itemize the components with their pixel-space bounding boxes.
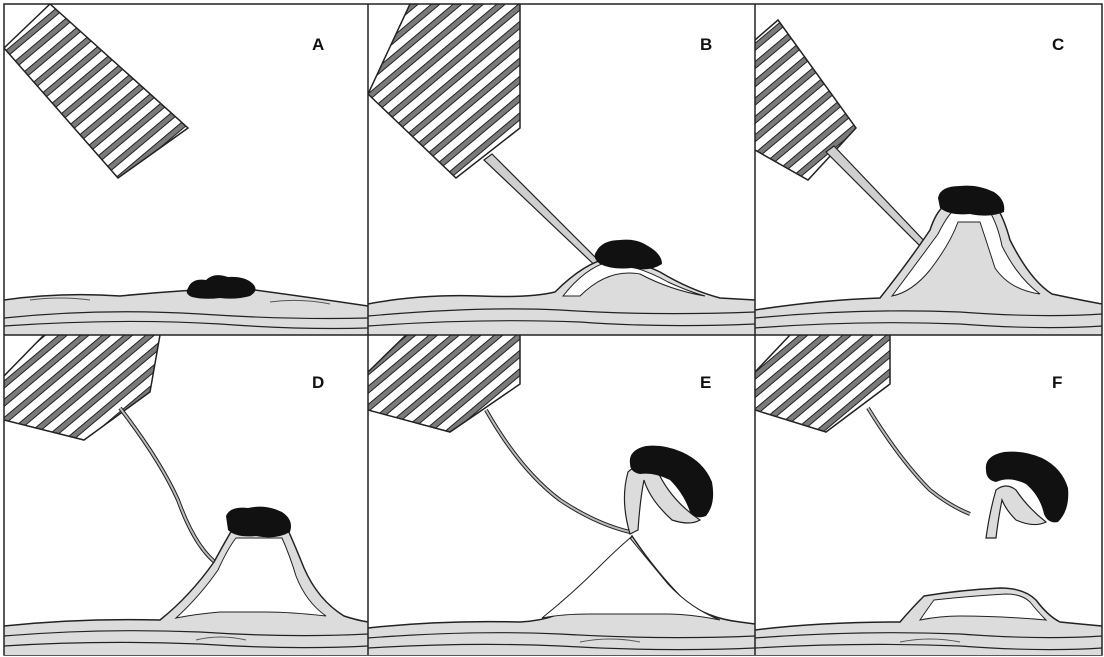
endoscope-tube xyxy=(755,335,890,432)
lesion xyxy=(938,186,1004,216)
panel-d: D xyxy=(4,335,368,657)
panel-b: B xyxy=(368,4,755,335)
snare-wire xyxy=(868,408,970,514)
mucosa-layer xyxy=(755,588,1102,657)
panel-label: D xyxy=(312,373,324,392)
panel-label: C xyxy=(1052,35,1064,54)
lesion xyxy=(187,275,256,299)
endoscope-tube xyxy=(4,4,188,178)
endoscope-tube xyxy=(4,335,160,440)
panel-label: B xyxy=(700,35,712,54)
panel-label: A xyxy=(312,35,324,54)
panel-e: E xyxy=(368,335,755,657)
panel-label: E xyxy=(700,373,711,392)
panel-f: F xyxy=(755,335,1102,657)
snare-wire xyxy=(486,410,630,532)
snare-wire xyxy=(868,408,970,514)
panel-a: A xyxy=(4,4,368,335)
injection-needle xyxy=(484,154,610,274)
mucosa-layer xyxy=(368,536,755,657)
panel-c: C xyxy=(755,20,1102,335)
endoscope-tube xyxy=(368,4,520,178)
mucosa-layer xyxy=(368,258,755,335)
mucosa-layer xyxy=(4,530,368,657)
panel-label: F xyxy=(1052,373,1062,392)
lesion xyxy=(595,240,662,270)
lesion xyxy=(226,507,291,538)
endoscope-tube xyxy=(368,335,520,432)
snare-wire xyxy=(486,410,630,532)
submucosal-lift xyxy=(542,538,720,620)
